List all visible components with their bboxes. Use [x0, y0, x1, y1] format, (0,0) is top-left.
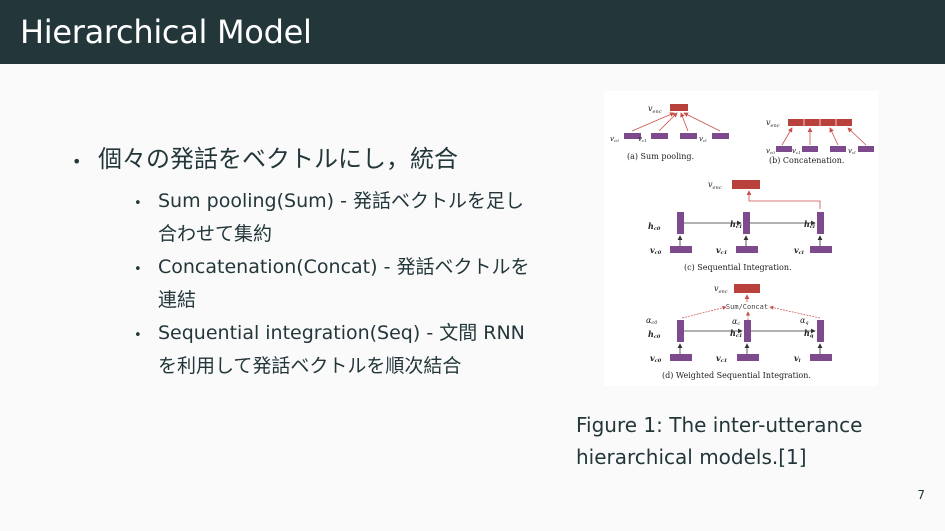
subcaption-c: (c) Sequential Integration. [684, 263, 792, 272]
svg-text:hc0: hc0 [648, 221, 661, 232]
svg-text:vl: vl [794, 353, 801, 364]
main-bullet: • 個々の発話をベクトルにし，統合 [72, 142, 542, 179]
svg-text:vc1: vc1 [792, 147, 801, 155]
sub-bullet: • Sequential integration(Seq) - 文間 RNN を… [134, 317, 542, 383]
model-figure: venc vc0 vc1 vcl (a) Sum pooling. venc [604, 91, 878, 386]
svg-text:vc0: vc0 [650, 245, 662, 256]
svg-text:vc1: vc1 [716, 353, 727, 364]
svg-text:αq: αq [800, 316, 809, 326]
svg-text:vc0: vc0 [610, 135, 619, 143]
sub-bullet-text: Sequential integration(Seq) - 文間 RNN を利用… [158, 322, 525, 377]
svg-text:vcl: vcl [848, 147, 856, 155]
caption-text: The inter-utterance hierarchical models.… [576, 413, 863, 469]
svg-text:hc0: hc0 [648, 329, 661, 340]
svg-text:venc: venc [766, 118, 780, 129]
bullet-dot-icon: • [134, 262, 142, 277]
svg-text:vc1: vc1 [638, 135, 647, 143]
svg-text:vc0: vc0 [766, 147, 775, 155]
page-number: 7 [917, 488, 925, 502]
bullet-dot-icon: • [134, 328, 142, 343]
panel-weighted-sequential: venc Sum/Concat αc0 αc αq hc0 hc1 hq vc0 [646, 284, 832, 380]
bullet-list: • 個々の発話をベクトルにし，統合 • Sum pooling(Sum) - 発… [72, 142, 542, 383]
main-bullet-text: 個々の発話をベクトルにし，統合 [98, 145, 458, 173]
sub-bullet-list: • Sum pooling(Sum) - 発話ベクトルを足し合わせて集約 • C… [134, 185, 542, 383]
svg-text:αc: αc [732, 317, 740, 327]
svg-text:vcl: vcl [699, 135, 707, 143]
panel-sum-pooling: venc vc0 vc1 vcl (a) Sum pooling. [610, 104, 729, 161]
figure-caption: Figure 1: The inter-utterance hierarchic… [576, 409, 906, 473]
sub-bullet: • Sum pooling(Sum) - 発話ベクトルを足し合わせて集約 [134, 185, 542, 251]
svg-text:hcl: hcl [804, 219, 815, 230]
model-diagram: venc vc0 vc1 vcl (a) Sum pooling. venc [610, 104, 874, 380]
svg-text:venc: venc [708, 180, 722, 191]
subcaption-d: (d) Weighted Sequential Integration. [662, 371, 811, 380]
encoder-block [732, 180, 760, 189]
svg-text:hc1: hc1 [730, 219, 742, 230]
svg-text:vc1: vc1 [716, 245, 727, 256]
venc-label: venc [648, 104, 662, 115]
sub-bullet: • Concatenation(Concat) - 発話ベクトルを連結 [134, 251, 542, 317]
panel-concatenation: venc vc0 vc1 vcl (b) Concatenation. [766, 118, 874, 165]
caption-prefix: Figure 1: [576, 413, 663, 437]
sub-bullet-text: Sum pooling(Sum) - 発話ベクトルを足し合わせて集約 [158, 190, 524, 245]
encoder-block [670, 104, 688, 111]
sub-bullet-text: Concatenation(Concat) - 発話ベクトルを連結 [158, 256, 530, 311]
subcaption-a: (a) Sum pooling. [627, 152, 694, 161]
sum-concat-label: Sum/Concat [726, 303, 768, 311]
svg-text:vc0: vc0 [650, 353, 662, 364]
subcaption-b: (b) Concatenation. [769, 156, 844, 165]
panel-sequential-integration: venc hc0 hc1 hcl vc0 vc1 vcl (c) Sequent… [648, 180, 832, 272]
bullet-dot-icon: • [72, 152, 82, 171]
svg-text:vcl: vcl [794, 245, 804, 256]
encoder-block [734, 284, 760, 293]
svg-text:hq: hq [804, 328, 814, 339]
svg-text:αc0: αc0 [646, 316, 658, 326]
title-bar: Hierarchical Model [0, 0, 945, 64]
svg-text:hc1: hc1 [730, 328, 742, 339]
svg-text:venc: venc [714, 284, 728, 295]
slide-title: Hierarchical Model [20, 13, 312, 51]
bullet-dot-icon: • [134, 196, 142, 211]
